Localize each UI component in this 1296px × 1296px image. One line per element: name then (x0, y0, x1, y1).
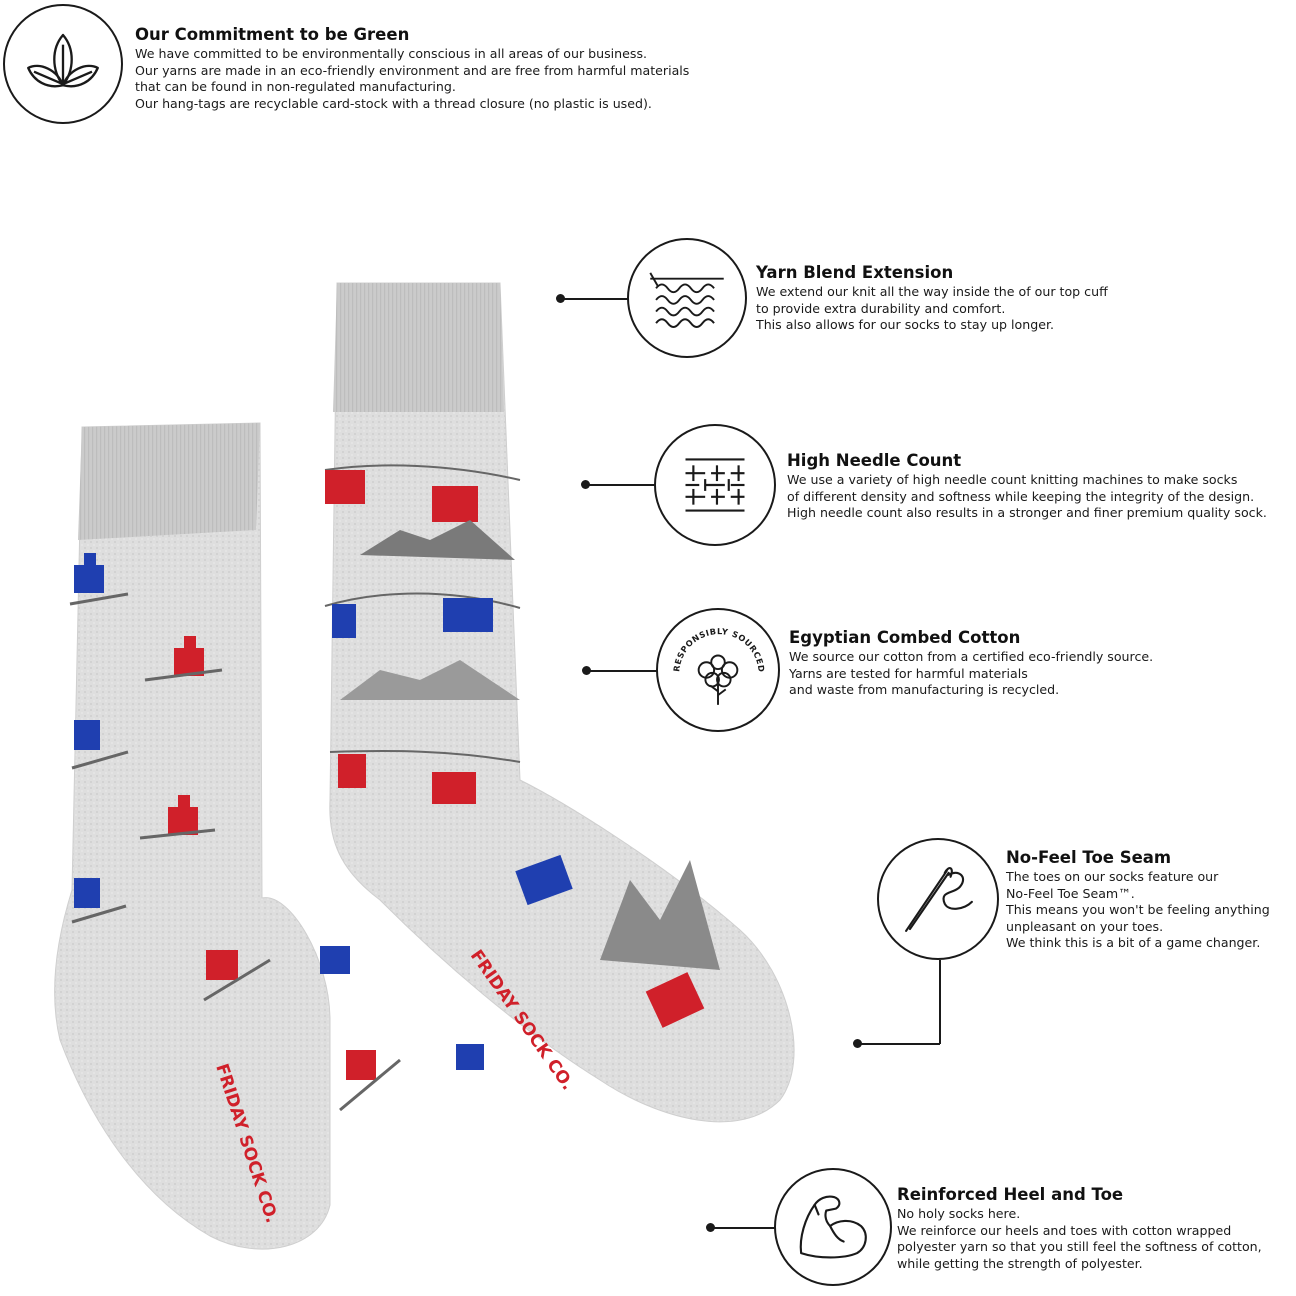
feature-heel-toe: Reinforced Heel and Toe No holy socks he… (897, 1185, 1262, 1272)
feature-text: We extend our knit all the way inside th… (756, 284, 1108, 333)
feature-title: No-Feel Toe Seam (1006, 848, 1172, 867)
callout-line (563, 298, 628, 300)
callout-dot (556, 294, 565, 303)
leaves-icon-circle (3, 4, 123, 124)
mountain-motif (360, 520, 515, 560)
skier-motif-red (144, 636, 223, 682)
skier-motif-red (339, 1050, 401, 1112)
callout-dot (853, 1039, 862, 1048)
callout-dot (582, 666, 591, 675)
cotton-badge-text: RESPONSIBLY SOURCED COTTON (658, 610, 766, 673)
svg-text:RESPONSIBLY SOURCED COTTON: RESPONSIBLY SOURCED COTTON (658, 610, 767, 673)
skier-motif-blue (69, 553, 129, 606)
cotton-flower-icon: RESPONSIBLY SOURCED COTTON (658, 610, 767, 705)
skier-motif-red (139, 795, 216, 840)
feature-title: Reinforced Heel and Toe (897, 1185, 1124, 1204)
needle-icon-circle (654, 424, 776, 546)
flexed-arm-icon (799, 1195, 867, 1259)
feature-needle-count: High Needle Count We use a variety of hi… (787, 451, 1267, 522)
knit-stitch-icon (649, 272, 724, 328)
gondola-motif-red (645, 972, 705, 1028)
gondola-motif-red (432, 486, 478, 522)
green-text: We have committed to be environmentally … (135, 46, 690, 111)
callout-dot (706, 1223, 715, 1232)
callout-dot (581, 480, 590, 489)
feature-egyptian-cotton: Egyptian Combed Cotton We source our cot… (789, 628, 1153, 699)
right-sock: FRIDAY SOCK CO. (324, 282, 795, 1123)
gondola-motif-red (432, 772, 476, 804)
mountain-motif (340, 660, 520, 700)
green-title: Our Commitment to be Green (135, 25, 410, 44)
callout-line (939, 960, 941, 1044)
gondola-motif-blue (443, 598, 493, 632)
skier-motif-blue (71, 878, 127, 924)
left-sock: FRIDAY SOCK CO. (54, 422, 484, 1250)
feature-text: We source our cotton from a certified ec… (789, 649, 1154, 698)
cotton-icon-circle: RESPONSIBLY SOURCED COTTON (656, 608, 780, 732)
callout-line (588, 484, 656, 486)
needle-thread-icon (905, 867, 973, 932)
green-commitment-section: Our Commitment to be Green We have commi… (135, 25, 689, 112)
needle-grid-icon (685, 458, 745, 512)
callout-line (713, 1227, 776, 1229)
skier-motif-blue (320, 946, 484, 1070)
mountain-motif (600, 860, 720, 970)
feature-title: High Needle Count (787, 451, 962, 470)
callout-line (589, 670, 657, 672)
skier-motif-red (203, 950, 271, 1002)
arm-icon-circle (774, 1168, 892, 1286)
feature-title: Egyptian Combed Cotton (789, 628, 1021, 647)
gondola-motif-blue (332, 604, 356, 638)
feature-text: No holy socks here. We reinforce our hee… (897, 1206, 1262, 1271)
feature-text: We use a variety of high needle count kn… (787, 472, 1267, 521)
knit-icon-circle (627, 238, 747, 358)
callout-line (860, 1043, 940, 1045)
feature-toe-seam: No-Feel Toe Seam The toes on our socks f… (1006, 848, 1270, 952)
feature-title: Yarn Blend Extension (756, 263, 954, 282)
gondola-motif-red (325, 470, 365, 504)
leaves-icon (27, 33, 99, 88)
feature-text: The toes on our socks feature our No-Fee… (1006, 869, 1270, 951)
feature-yarn-blend: Yarn Blend Extension We extend our knit … (756, 263, 1108, 334)
gondola-motif-red (338, 754, 366, 788)
gondola-motif-blue (515, 854, 573, 906)
needle-thread-icon-circle (877, 838, 999, 960)
skier-motif-blue (71, 720, 129, 770)
